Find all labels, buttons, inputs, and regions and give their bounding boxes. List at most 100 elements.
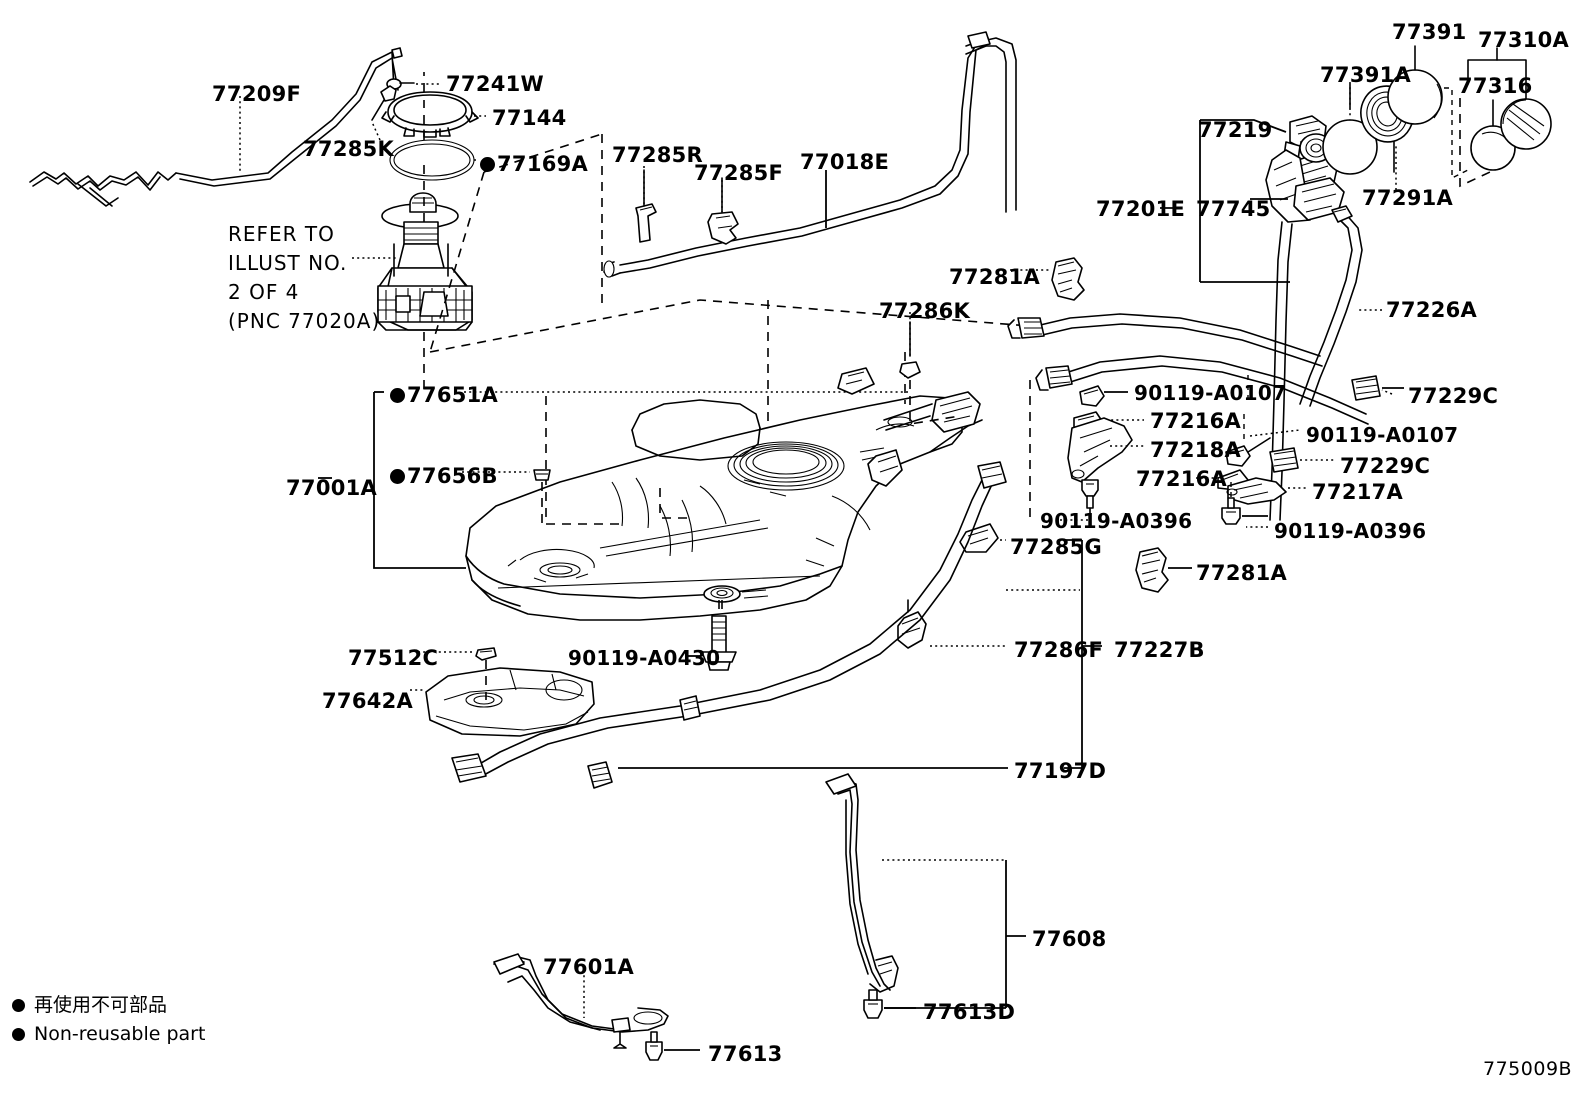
part-label-77608[interactable]: 77608 (1032, 927, 1107, 951)
part-label-77218A[interactable]: 77218A (1150, 438, 1242, 462)
part-77218A-bracket (1067, 417, 1144, 483)
part-label-77201E[interactable]: 77201E (1096, 197, 1186, 221)
part-77197D-tube-lower (1035, 355, 1369, 425)
part-77642A-protector (410, 667, 595, 737)
part-77229C-clip-lower (1269, 447, 1336, 473)
part-label-77227B[interactable]: 77227B (1114, 638, 1205, 662)
part-77286K-clip (837, 321, 961, 425)
part-label-77241W[interactable]: 77241W (446, 72, 545, 96)
part-label-77285F[interactable]: 77285F (694, 161, 784, 185)
part-label-77651A[interactable]: 77651A (390, 385, 498, 406)
part-77285F-clamp (707, 177, 739, 245)
label-leader-lines (239, 82, 1397, 528)
part-label-77613D[interactable]: 77613D (923, 1000, 1016, 1024)
part-77285G-clip (959, 523, 1006, 553)
part-77613-bolt (645, 1031, 700, 1061)
part-label-77286K[interactable]: 77286K (879, 299, 971, 323)
non-reusable-dot-icon (390, 388, 405, 403)
part-77608-fuel-tank-band (825, 773, 899, 1002)
part-77391-ball (1387, 45, 1443, 125)
legend-row-ja: 再使用不可部品 (12, 994, 205, 1018)
part-label-77656B[interactable]: 77656B (390, 466, 498, 487)
part-77656B-plug (533, 469, 551, 524)
filled-circle-icon (12, 1028, 25, 1042)
part-77512C-clip (418, 647, 497, 700)
part-77001A-fuel-tank (465, 391, 983, 621)
part-label-77285K[interactable]: 77285K (303, 137, 395, 161)
part-77310A-fuel-tank-cap (1467, 47, 1552, 150)
exploded-guide-lines (423, 72, 1491, 525)
part-label-77001A[interactable]: 77001A (286, 476, 378, 500)
part-label-77018E[interactable]: 77018E (800, 150, 890, 174)
part-77601A-fuel-tank-band (493, 953, 669, 1049)
part-90119-A0396-bolt-right (1221, 482, 1268, 525)
legend-label-ja: 再使用不可部品 (34, 994, 168, 1016)
legend-label-en: Non-reusable part (34, 1022, 206, 1045)
part-label-77226A[interactable]: 77226A (1386, 298, 1478, 322)
part-label-77391A[interactable]: 77391A (1320, 63, 1412, 87)
part-label-77169A[interactable]: 77169A (480, 154, 588, 175)
part-label-90119-A0396-left[interactable]: 90119-A0396 (1040, 509, 1193, 533)
part-77169A-oring (389, 139, 475, 181)
part-label-90119-A0396-right[interactable]: 90119-A0396 (1274, 519, 1427, 543)
part-77197D-lower-hose (451, 461, 1007, 789)
part-77281A-clip-lower (1135, 547, 1192, 593)
part-label-77316[interactable]: 77316 (1458, 74, 1533, 98)
part-label-77310A[interactable]: 77310A (1478, 28, 1570, 52)
part-label-77217A[interactable]: 77217A (1312, 480, 1404, 504)
part-90119-A0107-bolt-right (1225, 429, 1301, 467)
part-label-77144[interactable]: 77144 (492, 106, 567, 130)
part-77217A-bracket (1226, 477, 1306, 505)
part-label-90119-A0430[interactable]: 90119-A0430 (568, 646, 721, 670)
part-label-77219[interactable]: 77219 (1198, 118, 1273, 142)
part-77209F-fuel-pipe (29, 47, 403, 207)
drawing-number: 775009B (1483, 1058, 1573, 1080)
part-label-77285G[interactable]: 77285G (1010, 535, 1103, 559)
non-reusable-dot-icon (480, 157, 495, 172)
part-90119-A0107-bolt-left (1079, 385, 1128, 407)
part-label-90119-A0107-left[interactable]: 90119-A0107 (1134, 381, 1287, 405)
part-label-77656B-text: 77656B (407, 464, 498, 488)
part-label-77391[interactable]: 77391 (1392, 20, 1467, 44)
part-77613D-bolt (863, 989, 916, 1019)
bracket-77608 (882, 859, 1026, 1009)
bracket-77201E (1160, 119, 1290, 283)
part-label-77209F[interactable]: 77209F (212, 82, 302, 106)
part-label-77286F[interactable]: 77286F (1014, 638, 1104, 662)
part-label-77216A-upper[interactable]: 77216A (1150, 409, 1242, 433)
filled-circle-icon (12, 999, 25, 1013)
part-77281A-clip-upper (1010, 257, 1085, 301)
part-label-77601A[interactable]: 77601A (543, 955, 635, 979)
guide-dash-cap (1444, 87, 1469, 180)
part-label-77169A-text: 77169A (497, 152, 589, 176)
part-77144-fuel-tank-cap-retainer (381, 91, 479, 138)
part-90119-A0396-bolt-left (1081, 479, 1099, 521)
legend-non-reusable: 再使用不可部品 Non-reusable part (12, 994, 205, 1052)
bracket-77227B (618, 539, 1102, 769)
non-reusable-dot-icon (390, 469, 405, 484)
part-label-77651A-text: 77651A (407, 383, 499, 407)
part-label-77285R[interactable]: 77285R (612, 143, 704, 167)
part-label-90119-A0107-right[interactable]: 90119-A0107 (1306, 423, 1459, 447)
part-77227B-tube-upper (1007, 313, 1323, 367)
part-label-77281A-upper[interactable]: 77281A (949, 265, 1041, 289)
part-label-77512C[interactable]: 77512C (348, 646, 439, 670)
part-label-77229C-upper[interactable]: 77229C (1408, 384, 1499, 408)
part-fuel-pump-assembly (377, 192, 473, 331)
part-label-77642A[interactable]: 77642A (322, 689, 414, 713)
part-77285R-clamp (635, 169, 657, 243)
part-label-77613[interactable]: 77613 (708, 1042, 783, 1066)
part-label-77216A-lower[interactable]: 77216A (1136, 467, 1228, 491)
bracket-77001A (318, 391, 910, 569)
refer-to-note: REFER TO ILLUST NO. 2 OF 4 (PNC 77020A) (228, 222, 381, 333)
part-90119-A0430-bolt (688, 600, 737, 671)
part-label-77745[interactable]: 77745 (1196, 197, 1271, 221)
part-label-77291A[interactable]: 77291A (1362, 186, 1454, 210)
part-label-77229C-lower[interactable]: 77229C (1340, 454, 1431, 478)
part-label-77281A-lower[interactable]: 77281A (1196, 561, 1288, 585)
part-77229C-clip-upper (1351, 375, 1404, 401)
part-label-77197D[interactable]: 77197D (1014, 759, 1107, 783)
part-77285K-clamp (371, 85, 397, 121)
